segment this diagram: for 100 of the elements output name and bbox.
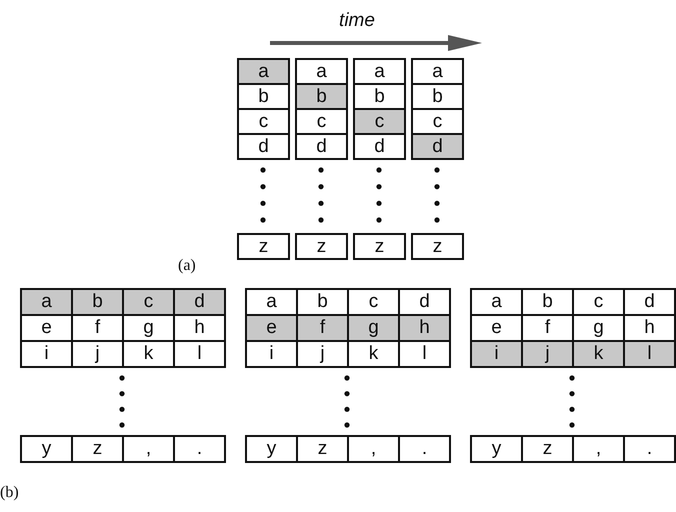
letter-cell <box>411 233 464 260</box>
cell-letter: y <box>42 438 52 460</box>
cell-letter: l <box>647 343 652 365</box>
time-label: time <box>339 10 375 32</box>
letter-cell <box>347 435 400 463</box>
letter-cell <box>353 58 406 85</box>
cell-letter: a <box>266 291 277 313</box>
cell-letter: h <box>194 317 205 339</box>
letter-cell <box>122 435 175 463</box>
letter-cell <box>245 340 298 368</box>
letter-cell <box>470 435 523 463</box>
cell-letter: b <box>92 291 103 313</box>
letter-cell <box>245 435 298 463</box>
cell-letter: d <box>432 136 443 158</box>
cell-letter: i <box>269 343 274 365</box>
letter-cell <box>295 133 348 160</box>
cell-letter: d <box>258 136 269 158</box>
letter-cell <box>20 435 73 463</box>
letter-cell <box>173 288 226 316</box>
cell-letter: c <box>374 110 384 132</box>
cell-letter: f <box>320 317 326 339</box>
cell-letter: a <box>316 60 327 82</box>
cell-letter: c <box>316 110 326 132</box>
cell-letter: e <box>41 317 52 339</box>
cell-letter: i <box>494 343 499 365</box>
cell-letter: l <box>422 343 427 365</box>
letter-cell <box>411 83 464 110</box>
cell-letter: g <box>368 317 379 339</box>
letter-cell <box>411 108 464 135</box>
cell-letter: b <box>316 86 327 108</box>
cell-letter: g <box>143 317 154 339</box>
cell-letter: , <box>596 438 602 460</box>
letter-cell <box>296 435 349 463</box>
panel-label: (a) <box>178 257 196 275</box>
cell-letter: l <box>197 343 202 365</box>
cell-letter: b <box>542 291 553 313</box>
cell-letter: c <box>594 291 604 313</box>
letter-cell <box>353 108 406 135</box>
cell-letter: c <box>258 110 268 132</box>
letter-cell <box>470 340 523 368</box>
cell-letter: z <box>318 438 328 460</box>
panel-label: (b) <box>0 484 19 502</box>
letter-cell <box>353 233 406 260</box>
letter-cell <box>398 340 451 368</box>
letter-cell <box>398 314 451 342</box>
cell-letter: a <box>491 291 502 313</box>
cell-letter: d <box>644 291 655 313</box>
cell-letter: i <box>44 343 49 365</box>
cell-letter: , <box>370 438 376 460</box>
cell-letter: f <box>544 317 550 339</box>
cell-letter: e <box>491 317 502 339</box>
cell-letter: j <box>95 343 100 365</box>
letter-cell <box>237 108 290 135</box>
cell-letter: c <box>432 110 442 132</box>
letter-cell <box>411 58 464 85</box>
cell-letter: h <box>644 317 655 339</box>
cell-letter: d <box>194 291 205 313</box>
cell-letter: . <box>646 438 652 460</box>
cell-letter: b <box>374 86 385 108</box>
letter-cell <box>411 133 464 160</box>
letter-cell <box>237 58 290 85</box>
letter-cell <box>71 435 124 463</box>
letter-cell <box>173 340 226 368</box>
cell-letter: , <box>146 438 152 460</box>
cell-letter: . <box>422 438 428 460</box>
cell-letter: z <box>316 236 326 258</box>
letter-cell <box>295 233 348 260</box>
cell-letter: h <box>419 317 430 339</box>
cell-letter: . <box>196 438 202 460</box>
letter-cell <box>295 58 348 85</box>
cell-letter: c <box>368 291 378 313</box>
letter-cell <box>237 133 290 160</box>
cell-letter: k <box>144 343 154 365</box>
letter-cell <box>398 288 451 316</box>
cell-letter: z <box>374 236 384 258</box>
letter-cell <box>521 435 574 463</box>
cell-letter: z <box>92 438 102 460</box>
letter-cell <box>20 340 73 368</box>
letter-cell <box>623 435 676 463</box>
letter-cell <box>295 108 348 135</box>
cell-letter: a <box>432 60 443 82</box>
cell-letter: b <box>432 86 443 108</box>
letter-cell <box>623 340 676 368</box>
letter-cell <box>521 340 574 368</box>
letter-cell <box>398 435 451 463</box>
cell-letter: y <box>266 438 276 460</box>
cell-letter: b <box>317 291 328 313</box>
letter-cell <box>572 340 625 368</box>
cell-letter: c <box>144 291 154 313</box>
cell-letter: e <box>266 317 277 339</box>
cell-letter: j <box>320 343 325 365</box>
cell-letter: y <box>492 438 502 460</box>
cell-letter: d <box>419 291 430 313</box>
cell-letter: k <box>594 343 604 365</box>
letter-cell <box>353 83 406 110</box>
cell-letter: z <box>542 438 552 460</box>
cell-letter: k <box>368 343 378 365</box>
letter-cell <box>295 83 348 110</box>
letter-cell <box>353 133 406 160</box>
cell-letter: b <box>258 86 269 108</box>
